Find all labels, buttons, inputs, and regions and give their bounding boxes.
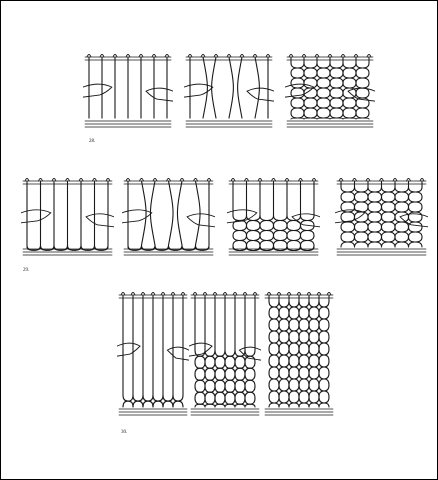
illustration-28c xyxy=(285,51,375,137)
netting-drawing xyxy=(21,175,114,265)
illustration-29c xyxy=(227,175,320,265)
illustration-29a xyxy=(21,175,114,265)
netting-drawing xyxy=(285,51,375,137)
figure-label-28: 28. xyxy=(89,139,95,144)
illustration-28b xyxy=(184,51,274,137)
illustration-30c xyxy=(263,289,335,425)
netting-drawing xyxy=(184,51,274,137)
netting-drawing xyxy=(263,289,335,425)
illustration-30a xyxy=(117,289,189,425)
figure-label-29: 29. xyxy=(23,268,29,273)
figure-label-30: 30. xyxy=(121,430,127,435)
illustration-30b xyxy=(189,289,261,425)
illustration-28a xyxy=(83,51,173,137)
netting-drawing xyxy=(122,175,215,265)
netting-drawing xyxy=(117,289,189,425)
netting-drawing xyxy=(189,289,261,425)
illustration-29b xyxy=(122,175,215,265)
netting-drawing xyxy=(83,51,173,137)
illustration-29d xyxy=(335,175,428,265)
netting-drawing xyxy=(227,175,320,265)
netting-drawing xyxy=(335,175,428,265)
